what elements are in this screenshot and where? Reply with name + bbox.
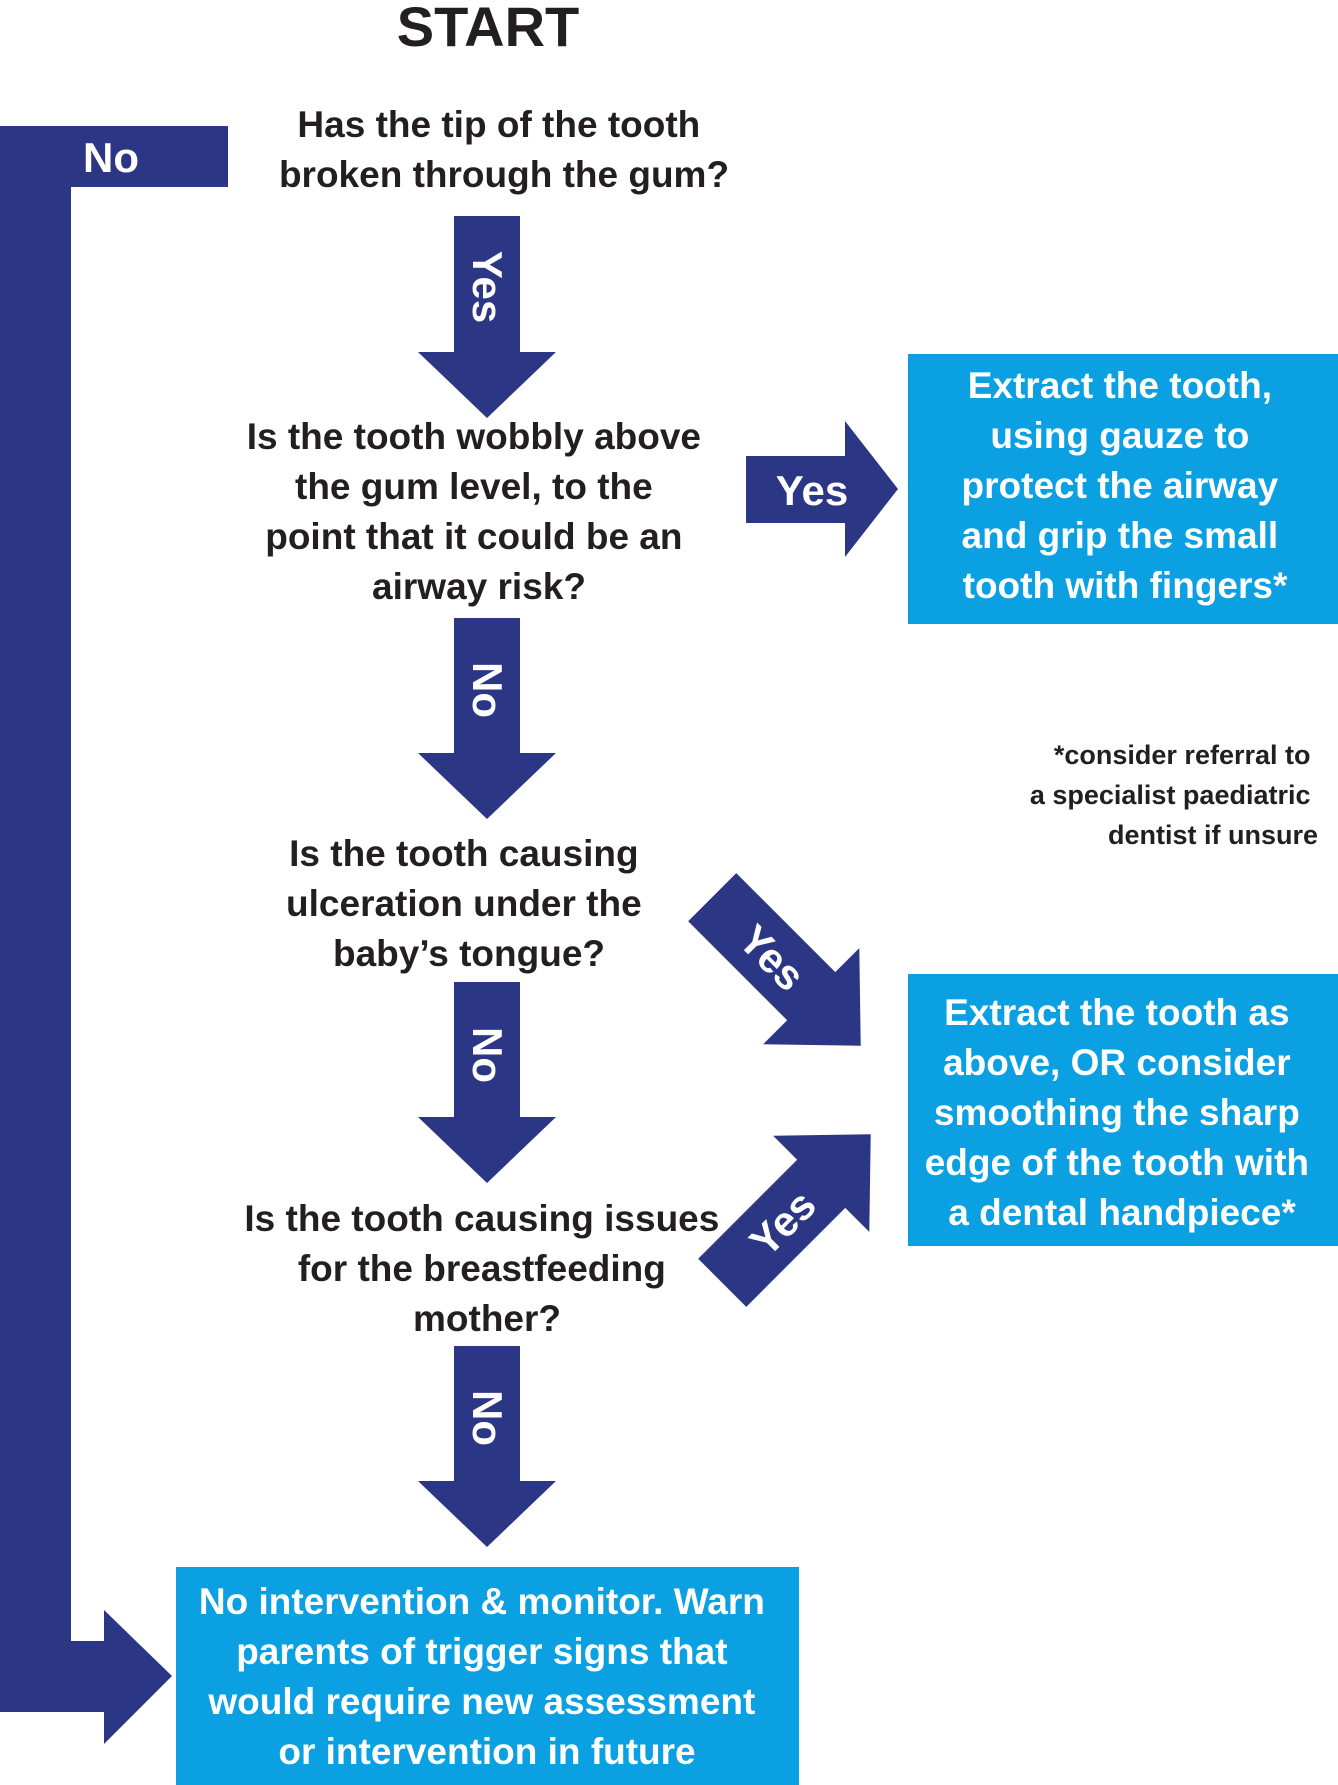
q4-no-arrow: No [418, 1346, 556, 1547]
outcome-monitor: No intervention & monitor. Warn parents … [176, 1567, 799, 1785]
question-2-line-3: point that it could be an [265, 516, 682, 557]
footnote-line-3: dentist if unsure [1108, 820, 1318, 850]
outcome-smooth-line-3: smoothing the sharp [934, 1092, 1300, 1133]
q1-yes-arrow: Yes [418, 216, 556, 418]
q1-yes-arrow-shape [418, 216, 556, 418]
outcome-extract: Extract the tooth, using gauze to protec… [908, 354, 1338, 624]
q3-yes-arrow: Yes [688, 873, 861, 1046]
outcome-monitor-text: No intervention & monitor. Warn parents … [199, 1581, 775, 1772]
question-1-line-1: Has the tip of the tooth [297, 104, 700, 145]
no-bypass-arrow: No [0, 126, 228, 1744]
q3-no-arrow: No [418, 982, 556, 1183]
outcome-smooth-text: Extract the tooth as above, OR consider … [925, 992, 1320, 1233]
outcome-extract-line-5: tooth with fingers* [963, 565, 1288, 606]
no-bypass-label: No [83, 134, 139, 181]
question-4-line-2: for the breastfeeding [298, 1248, 666, 1289]
footnote: *consider referral to a specialist paedi… [1030, 740, 1318, 850]
q2-yes-arrow: Yes [746, 421, 898, 557]
question-3-line-1: Is the tooth causing [289, 833, 638, 874]
question-2: Is the tooth wobbly above the gum level,… [247, 416, 712, 607]
q2-yes-arrow-shape [746, 421, 898, 557]
outcome-smooth-line-5: a dental handpiece* [948, 1192, 1296, 1233]
q3-no-arrow-shape [418, 982, 556, 1183]
footnote-line-2: a specialist paediatric [1030, 780, 1311, 810]
outcome-extract-text: Extract the tooth, using gauze to protec… [962, 365, 1289, 606]
question-4-line-1: Is the tooth causing issues [244, 1198, 719, 1239]
question-3: Is the tooth causing ulceration under th… [286, 833, 652, 974]
question-4-line-3: mother? [413, 1298, 561, 1339]
question-4: Is the tooth causing issues for the brea… [244, 1198, 729, 1339]
outcome-extract-line-3: protect the airway [962, 465, 1279, 506]
question-2-line-4: airway risk? [372, 566, 586, 607]
no-bypass-shape [0, 126, 228, 1744]
question-3-line-3: baby’s tongue? [333, 933, 605, 974]
outcome-extract-line-4: and grip the small [962, 515, 1279, 556]
q3-yes-arrow-shape [688, 873, 861, 1046]
outcome-smooth-line-2: above, OR consider [943, 1042, 1291, 1083]
q4-no-arrow-shape [418, 1346, 556, 1547]
q2-no-arrow-shape [418, 618, 556, 819]
start-title: START [397, 0, 580, 58]
outcome-smooth-line-4: edge of the tooth with [925, 1142, 1309, 1183]
footnote-line-1: *consider referral to [1054, 740, 1311, 770]
outcome-monitor-line-4: or intervention in future [278, 1731, 695, 1772]
outcome-smooth-box [908, 974, 1338, 1246]
outcome-smooth: Extract the tooth as above, OR consider … [908, 974, 1338, 1246]
q4-no-label: No [464, 1390, 511, 1446]
question-1-line-2: broken through the gum? [279, 154, 729, 195]
outcome-extract-line-2: using gauze to [990, 415, 1249, 456]
outcome-monitor-line-3: would require new assessment [207, 1681, 755, 1722]
outcome-monitor-line-2: parents of trigger signs that [236, 1631, 727, 1672]
q2-yes-label: Yes [776, 467, 848, 514]
outcome-extract-line-1: Extract the tooth, [968, 365, 1272, 406]
outcome-monitor-box [176, 1567, 799, 1785]
q2-no-arrow: No [418, 618, 556, 819]
q2-no-label: No [464, 662, 511, 718]
q3-no-label: No [464, 1027, 511, 1083]
question-3-line-2: ulceration under the [286, 883, 642, 924]
q1-yes-label: Yes [464, 251, 511, 323]
outcome-monitor-line-1: No intervention & monitor. Warn [199, 1581, 765, 1622]
q4-yes-arrow-shape [698, 1134, 871, 1307]
question-1: Has the tip of the tooth broken through … [279, 104, 729, 195]
outcome-smooth-line-1: Extract the tooth as [944, 992, 1289, 1033]
question-2-line-1: Is the tooth wobbly above [247, 416, 701, 457]
outcome-extract-box [908, 354, 1338, 624]
question-2-line-2: the gum level, to the [295, 466, 653, 507]
